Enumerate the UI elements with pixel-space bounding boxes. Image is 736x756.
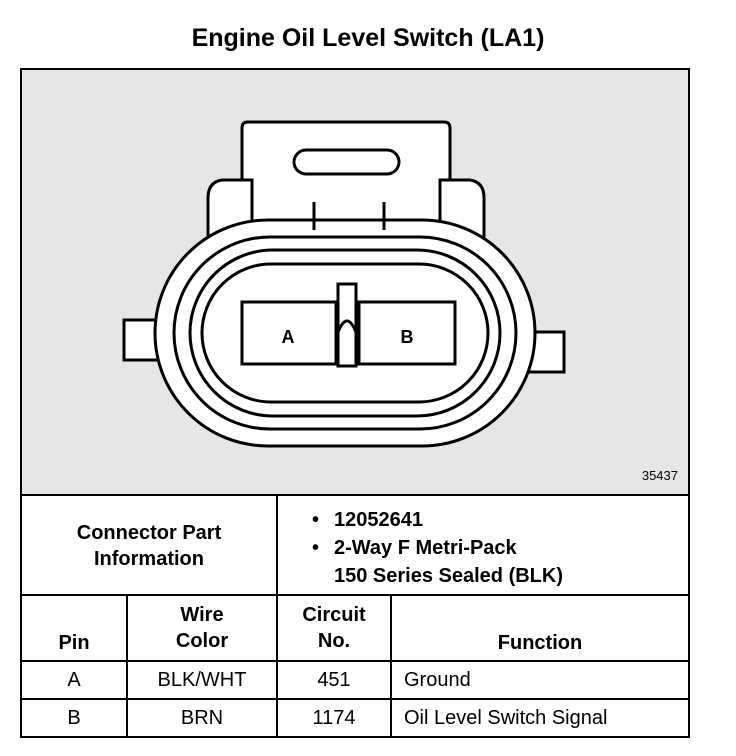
header-border	[22, 660, 688, 662]
description-line-2: 150 Series Sealed (BLK)	[334, 565, 563, 587]
header-function-label: Function	[497, 632, 583, 654]
connector-info-label-line: Information	[94, 548, 204, 570]
latch-slot	[292, 148, 401, 176]
bullet: •	[312, 509, 320, 531]
connector-info-label: Connector Part Information	[22, 496, 276, 596]
row-border	[22, 698, 688, 700]
connector-info: Connector Part Information • 12052641 • 2-…	[22, 494, 688, 596]
row-b-wire-color: BRN	[180, 706, 224, 729]
description-line-1: 2-Way F Metri-Pack	[334, 537, 517, 559]
connector-sheet: A B 35437 Connector Part Information • 12…	[20, 68, 690, 738]
row-b-circuit: 1174	[312, 706, 356, 729]
terminal-a	[240, 300, 338, 366]
header-function: Function	[392, 596, 688, 660]
info-divider	[276, 496, 278, 596]
description-item: • 2-Way F Metri-Pack	[312, 534, 563, 562]
row-a-wire-color: BLK/WHT	[157, 668, 247, 691]
row-a-circuit: 451	[317, 668, 351, 691]
table-top-border	[22, 594, 688, 596]
pin-label-b: B	[401, 327, 414, 347]
header-wire-color-line: Color	[175, 630, 229, 652]
center-divider	[336, 282, 358, 368]
page-title: Engine Oil Level Switch (LA1)	[191, 24, 545, 52]
header-wire-color-line: Wire	[180, 604, 224, 626]
connector-info-list: • 12052641 • 2-Way F Metri-Pack 150 Series…	[312, 506, 563, 590]
column-divider	[390, 594, 392, 736]
part-number: 12052641	[334, 509, 423, 531]
header-pin-label: Pin	[58, 632, 90, 654]
figure-number: 35437	[641, 468, 678, 483]
row-b-pin: B	[67, 706, 81, 729]
column-divider	[276, 594, 278, 736]
terminal-b	[357, 300, 457, 366]
connector-drawing: A B	[122, 120, 566, 448]
row-a-pin: A	[67, 668, 81, 691]
part-number-item: • 12052641	[312, 506, 563, 534]
connector-figure: A B 35437	[22, 70, 688, 494]
bullet: •	[312, 537, 320, 559]
connector-info-label-line: Connector Part	[76, 522, 222, 544]
pin-label-a: A	[282, 327, 295, 347]
header-circuit-line: No.	[317, 630, 351, 652]
column-divider	[126, 594, 128, 736]
header-circuit-line: Circuit	[302, 604, 366, 626]
row-b-function: Oil Level Switch Signal	[404, 706, 608, 729]
header-pin: Pin	[22, 596, 126, 660]
row-a-function: Ground	[404, 668, 471, 691]
